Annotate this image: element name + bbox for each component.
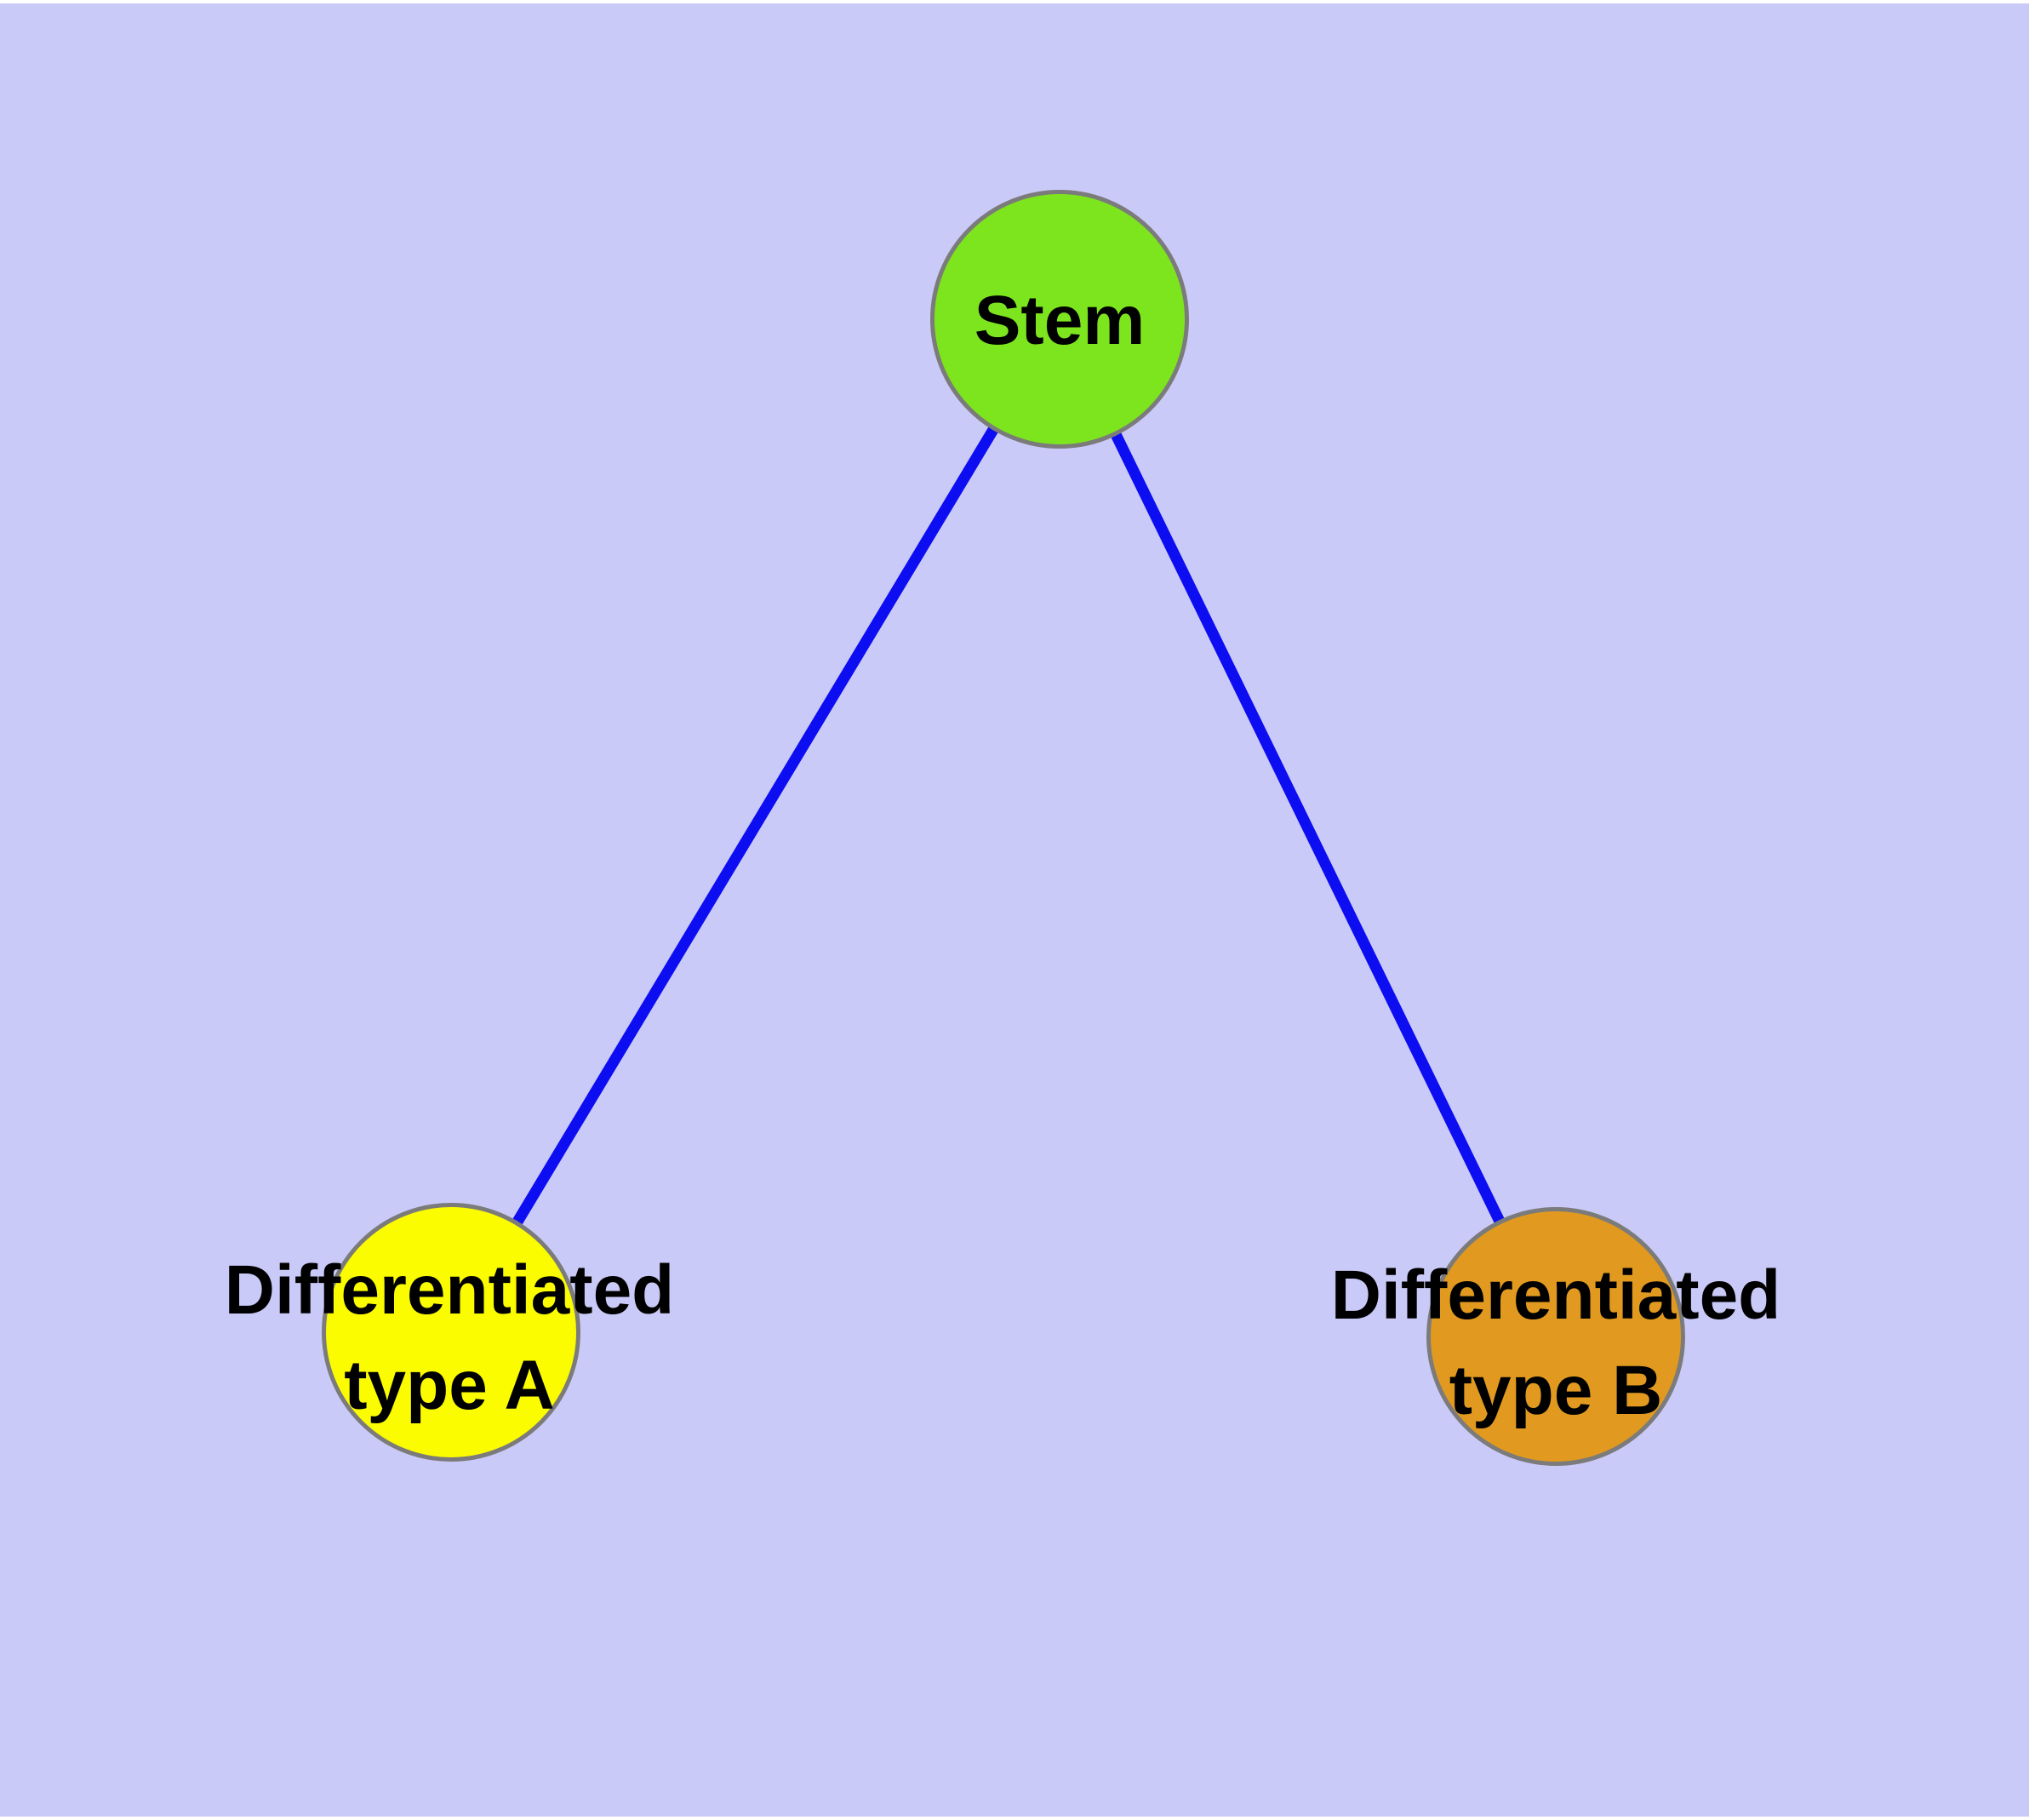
node-type-b-circle [1426, 1207, 1685, 1466]
node-stem-label: Stem [974, 282, 1146, 359]
node-type-a-circle [322, 1203, 580, 1462]
node-stem-circle [930, 190, 1189, 449]
bottom-white-margin [0, 1817, 2029, 1820]
node-type-a-label: Differentiated type A [224, 1251, 675, 1424]
top-white-margin [0, 0, 2029, 3]
edge-stem-to-type-b [1055, 317, 1561, 1339]
edge-stem-to-type-a [446, 316, 1065, 1336]
node-type-b-label: Differentiated type B [1330, 1256, 1781, 1429]
